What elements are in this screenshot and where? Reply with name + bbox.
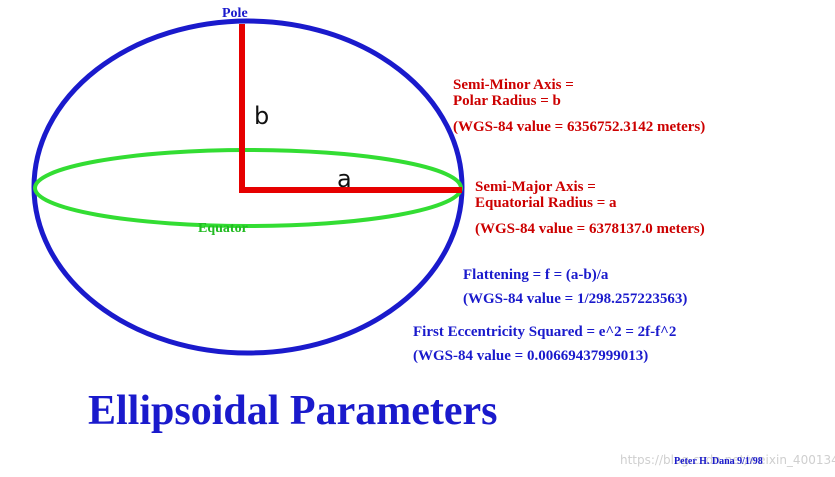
eccentricity-value: (WGS-84 value = 0.00669437999013) bbox=[413, 348, 648, 364]
equator-label: Equator bbox=[198, 221, 248, 236]
semi-minor-value: (WGS-84 value = 6356752.3142 meters) bbox=[453, 119, 705, 135]
semi-major-line1: Semi-Major Axis = bbox=[475, 179, 596, 195]
axis-a-label: a bbox=[337, 165, 352, 193]
page-title: Ellipsoidal Parameters bbox=[88, 388, 497, 434]
eccentricity-formula: First Eccentricity Squared = e^2 = 2f-f^… bbox=[413, 324, 676, 340]
semi-major-value: (WGS-84 value = 6378137.0 meters) bbox=[475, 221, 705, 237]
credit-text: Peter H. Dana 9/1/98 bbox=[674, 456, 763, 467]
watermark-text: https://blog.csdn.net/weixin_40013406 bbox=[620, 453, 835, 467]
semi-minor-line1: Semi-Minor Axis = bbox=[453, 77, 574, 93]
semi-major-line2: Equatorial Radius = a bbox=[475, 195, 617, 211]
axis-b-label: b bbox=[254, 102, 269, 130]
semi-minor-line2: Polar Radius = b bbox=[453, 93, 561, 109]
flattening-formula: Flattening = f = (a-b)/a bbox=[463, 267, 609, 283]
pole-label: Pole bbox=[222, 6, 248, 21]
flattening-value: (WGS-84 value = 1/298.257223563) bbox=[463, 291, 687, 307]
